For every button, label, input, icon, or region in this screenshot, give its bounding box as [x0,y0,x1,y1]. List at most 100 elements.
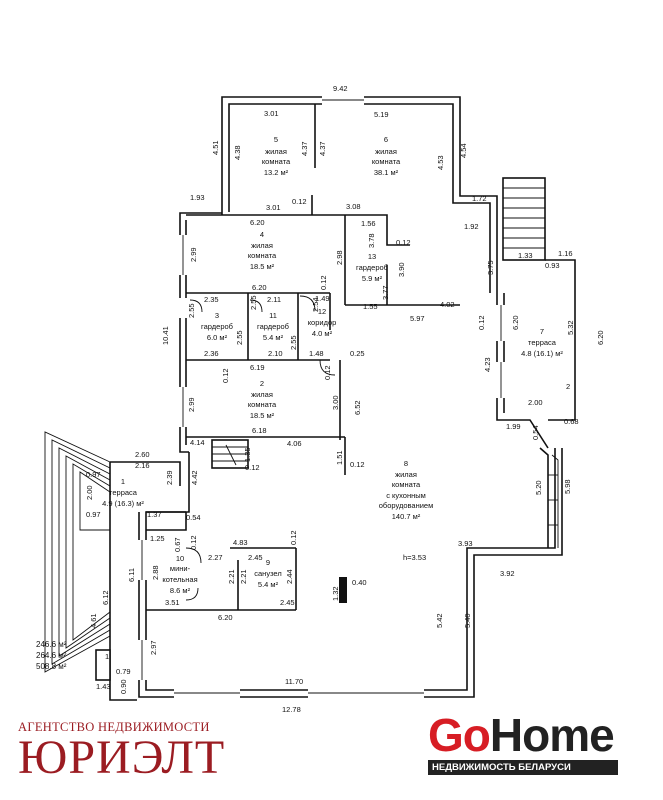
dim-label: 6.12 [101,590,110,605]
dim-label: 1.99 [506,422,521,431]
room-10: 10 мини- котельная 8.6 м² [162,554,197,595]
dim-label: 0.79 [116,667,131,676]
room-8-number: 8 [404,459,408,468]
room-3: 3 гардероб 6.0 м² [201,311,233,342]
dim-label: 1.16 [558,249,573,258]
room-12-area: 4.0 м² [312,329,333,338]
room-12: 12 коридор 4.0 м² [308,307,337,338]
dim-label: 6.20 [250,218,265,227]
dim-label: 1.72 [472,194,487,203]
dim-label: 2.21 [227,569,236,584]
dim-label: 3.90 [397,262,406,277]
dim-label: 0.90 [119,679,128,694]
room-1: 1 терраса 4.9 (16.3) м² [102,477,144,508]
dim-label: 4.37 [318,141,327,156]
dim-label: 1.32 [331,586,340,601]
dim-label: 5.40 [463,613,472,628]
room-3-type: гардероб [201,322,233,331]
dim-label: 4.51 [211,140,220,155]
room-10-type: мини- [170,564,191,573]
room-11: 11 гардероб 5.4 м² [257,311,289,342]
room-3-number: 3 [215,311,219,320]
room-9-type: санузел [254,569,281,578]
ceiling-height: h=3.53 [403,553,426,562]
room-7: 7 терраса 4.8 (16.1) м² [521,327,563,358]
dim-label: 0.54 [186,513,201,522]
total-area-3: 508.8 м² [36,662,67,671]
room-5: 5 жилая комната 13.2 м² [262,135,291,177]
dim-label: 2.35 [204,295,219,304]
dim-label: 0.97 [86,470,101,479]
dim-label: 1.35 [243,447,252,462]
dim-label: 6.20 [596,330,605,345]
dim-label: 2.99 [189,247,198,262]
dim-label: 3.93 [458,539,473,548]
room-8-type: жилая [395,470,417,479]
dim-label: 0.93 [545,261,560,270]
dim-label: 3.00 [331,395,340,410]
dim-label: 0.97 [86,510,101,519]
dim-label: 0.68 [564,417,579,426]
dim-label: 5.19 [374,110,389,119]
dim-label: 1.43 [96,682,111,691]
room-1-area: 4.9 (16.3) м² [102,499,144,508]
dim-label: 4.83 [233,538,248,547]
room-13-number: 13 [368,252,376,261]
dim-label: 2.55 [249,295,258,310]
dim-label: 2.60 [135,450,150,459]
dim-label: 1.48 [309,349,324,358]
room-1-type: терраса [109,488,138,497]
dim-label: 2.98 [335,250,344,265]
room-12-number: 12 [318,307,326,316]
room-6: 6 жилая комната 38.1 м² [372,135,401,177]
gohome-logo: GoHome НЕДВИЖИМОСТЬ БЕЛАРУСИ [428,712,618,775]
room-3-area: 6.0 м² [207,333,228,342]
room-6-type2: комната [372,157,401,166]
dim-label: 6.18 [252,426,267,435]
dim-label: 0.40 [352,578,367,587]
room-11-type: гардероб [257,322,289,331]
doors [185,295,336,601]
stair-mark-bottom: 1 [105,652,109,661]
dim-label: 0.12 [245,463,260,472]
dim-label: 2.44 [285,569,294,584]
dim-label: 2.39 [165,470,174,485]
room-7-area: 4.8 (16.1) м² [521,349,563,358]
dim-label: 0.12 [221,368,230,383]
dim-label: 2.45 [280,598,295,607]
dim-label: 4.37 [300,141,309,156]
room-10-area: 8.6 м² [170,586,191,595]
logo-home: Home [489,709,615,761]
dim-label: 3.01 [266,203,281,212]
dim-label: 4.54 [459,143,468,158]
area-totals: 246.6 м² 264.6 м² 508.8 м² [36,640,67,671]
dim-label: 4.02 [440,300,455,309]
room-10-number: 10 [176,554,184,563]
dim-label: 2.97 [149,640,158,655]
room-7-type: терраса [528,338,557,347]
room-4-area: 18.5 м² [250,262,275,271]
interior-walls [146,104,460,611]
dim-label: 6.19 [250,363,265,372]
dim-label: 2.11 [267,295,281,304]
room-8-type2: комната [392,480,421,489]
windows [135,93,508,700]
room-4-number: 4 [260,230,264,239]
room-8: 8 жилая комната с кухонным оборудованием… [379,459,434,521]
room-11-number: 11 [269,311,277,320]
dim-label: 4.06 [287,439,302,448]
dim-label: 6.52 [353,400,362,415]
dim-label: 3.01 [264,109,279,118]
dim-label: 2.55 [187,303,196,318]
dim-label: 1.37 [147,510,162,519]
dim-label: 5.42 [435,613,444,628]
dim-label: 4.53 [436,155,445,170]
total-area-1: 246.6 м² [36,640,67,649]
dim-label: 1.92 [464,222,479,231]
agency-name: ЮРИЭЛТ [18,731,226,784]
dim-label: 1.51 [335,450,344,465]
dim-label: 0.25 [350,349,365,358]
room-6-type: жилая [375,147,397,156]
dim-label: 0.12 [396,238,411,247]
